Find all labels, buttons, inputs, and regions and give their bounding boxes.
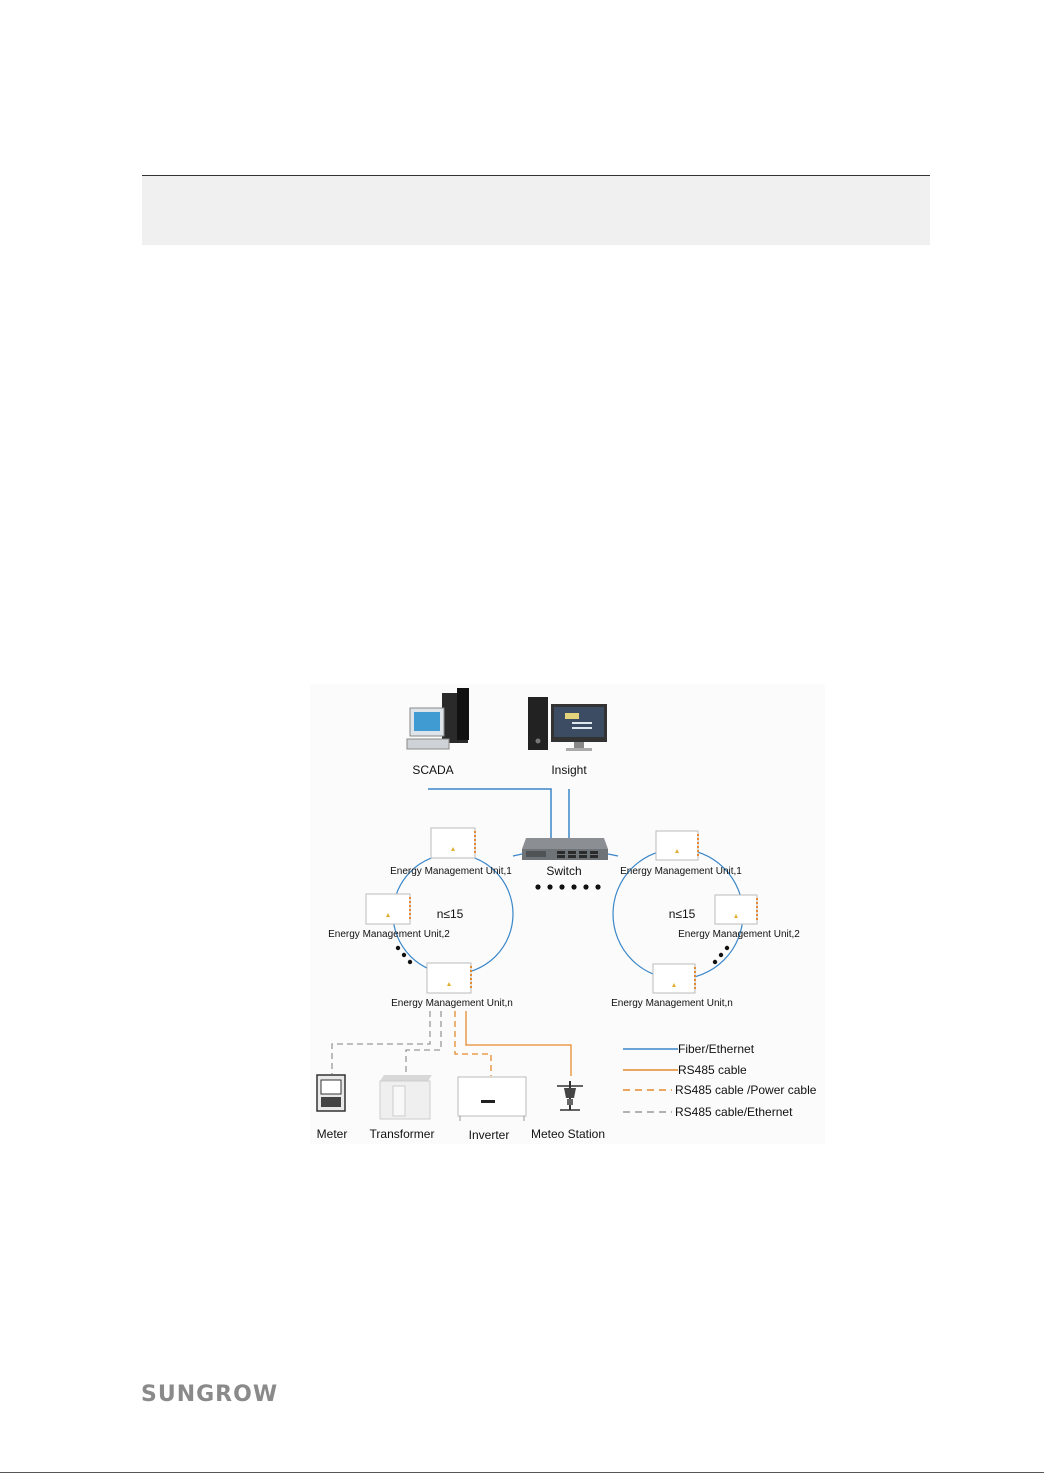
- transformer-icon: [379, 1075, 432, 1120]
- meteo-cable: [465, 1011, 572, 1076]
- right-emu-1-device: [655, 830, 699, 861]
- left-emu-1-label: Energy Management Unit,1: [390, 866, 512, 877]
- scada-label: SCADA: [412, 763, 453, 777]
- scada-switch-line: [428, 788, 552, 838]
- network-diagram: SCADA Insight Switch: [310, 684, 825, 1144]
- insight-icon: [528, 697, 607, 751]
- inverter-label: Inverter: [469, 1128, 510, 1142]
- right-emu-2-device: [714, 894, 758, 925]
- right-emu-n-device: [652, 963, 696, 994]
- left-ring-dots: [395, 945, 413, 965]
- diagram-svg: SCADA Insight Switch: [310, 684, 825, 1144]
- left-ring-switch-link: [512, 853, 523, 857]
- inverter-icon: [457, 1076, 527, 1121]
- legend-label-rs485-power: RS485 cable /Power cable: [675, 1083, 817, 1097]
- right-ring-dots: [712, 945, 730, 965]
- switch-icon: [522, 838, 608, 860]
- right-count-label: n≤15: [669, 907, 696, 921]
- scada-icon: [406, 688, 469, 750]
- legend-label-rs485-ethernet: RS485 cable/Ethernet: [675, 1105, 793, 1119]
- left-emu-1-device: [430, 827, 476, 859]
- left-emu-2-label: Energy Management Unit,2: [328, 929, 450, 940]
- left-emu-n-device: [426, 962, 472, 994]
- switch-label: Switch: [546, 864, 581, 878]
- left-emu-n-label: Energy Management Unit,n: [391, 998, 513, 1009]
- meter-icon: [316, 1074, 346, 1112]
- meteo-label: Meteo Station: [531, 1127, 605, 1141]
- header-rule: [142, 175, 930, 176]
- sungrow-logo: SUNGROW: [141, 1382, 279, 1407]
- legend: Fiber/Ethernet RS485 cable RS485 cable /…: [623, 1042, 817, 1119]
- left-emu-2-device: [365, 893, 411, 925]
- meter-cable: [331, 1011, 431, 1074]
- insight-label: Insight: [551, 763, 587, 777]
- right-ring-switch-link: [607, 853, 619, 857]
- legend-label-rs485: RS485 cable: [678, 1063, 747, 1077]
- meter-label: Meter: [317, 1127, 348, 1141]
- right-emu-2-label: Energy Management Unit,2: [678, 929, 800, 940]
- ellipsis-dots: [535, 884, 601, 890]
- header-band: [142, 176, 930, 245]
- right-emu-n-label: Energy Management Unit,n: [611, 998, 733, 1009]
- left-count-label: n≤15: [437, 907, 464, 921]
- footer-rule: [0, 1472, 1044, 1473]
- meteo-station-icon: [557, 1081, 583, 1111]
- transformer-label: Transformer: [370, 1127, 435, 1141]
- legend-label-fiber: Fiber/Ethernet: [678, 1042, 755, 1056]
- inverter-cable: [454, 1011, 492, 1076]
- right-emu-1-label: Energy Management Unit,1: [620, 866, 742, 877]
